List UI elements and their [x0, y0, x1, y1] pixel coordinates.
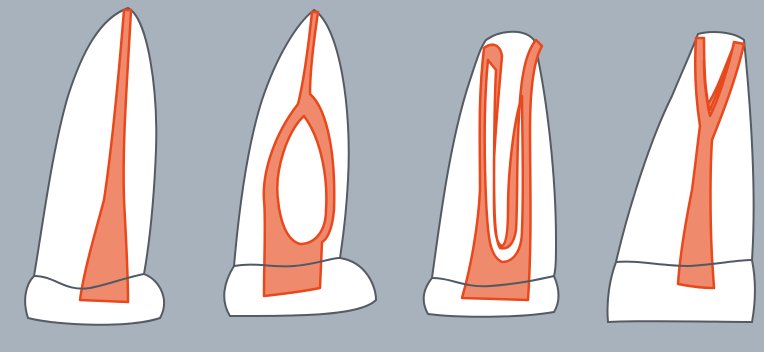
- bottom-margin: [0, 352, 764, 361]
